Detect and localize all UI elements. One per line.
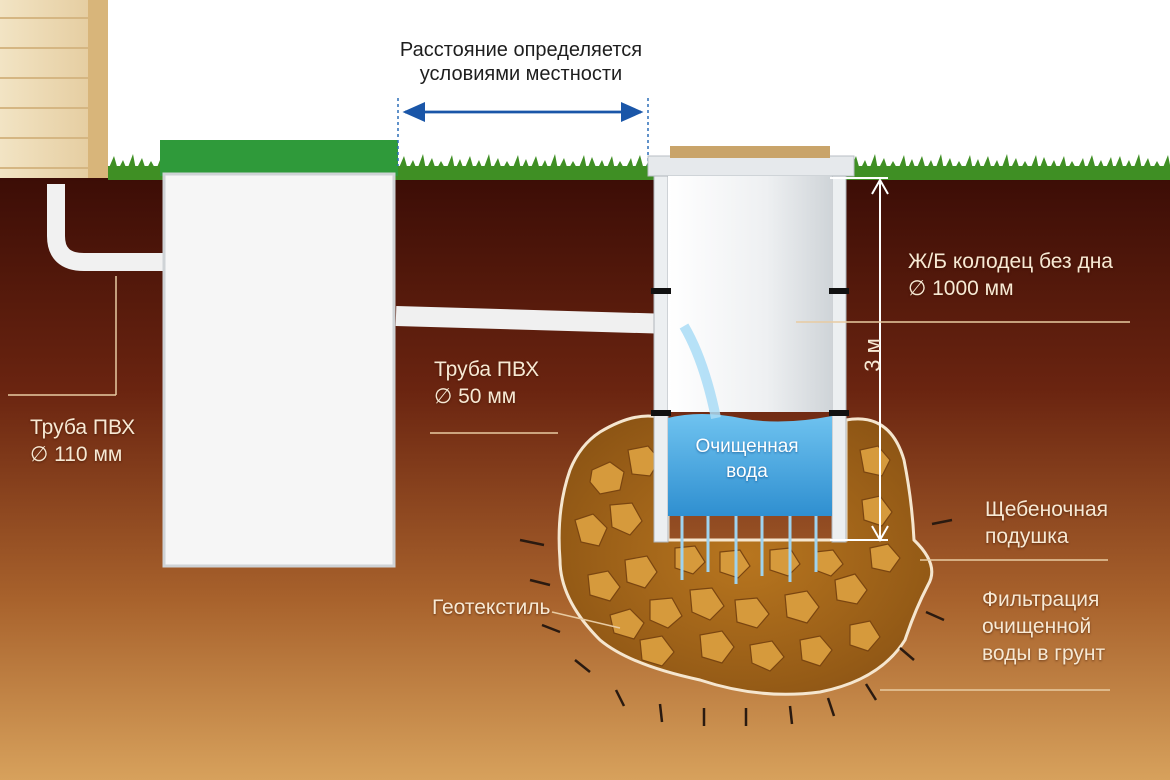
clean-water-line1: Очищенная [695,436,799,457]
seepage [680,516,818,584]
well-label-line2: ∅ 1000 мм [908,277,1014,300]
filtration-line1: Фильтрация [982,588,1100,611]
gravel-line2: подушка [985,525,1069,548]
gravel-line1: Щебеночная [985,498,1109,521]
clean-water [668,414,832,516]
pipe-110-line2: ∅ 110 мм [30,443,123,466]
depth-label: 3 м [860,338,885,372]
geotextile-label: Геотекстиль [432,596,551,619]
well-label: Ж/Б колодец без дна ∅ 1000 мм [908,248,1113,302]
drain-pipe-110 [47,184,168,271]
distance-note-line1: Расстояние определяется [399,39,643,61]
clean-water-line2: вода [726,461,768,482]
pipe-50-line2: ∅ 50 мм [434,385,517,408]
pipe-50 [395,306,673,334]
house-wall [0,0,108,182]
filtration-ticks [519,518,953,726]
well-label-line1: Ж/Б колодец без дна [908,250,1113,273]
distance-note: Расстояние определяется условиями местно… [356,38,686,86]
gravel-label: Щебеночная подушка [985,496,1108,550]
pipe-50-label: Труба ПВХ ∅ 50 мм [434,356,539,410]
concrete-well [647,146,855,543]
filtration-label: Фильтрация очищенной воды в грунт [982,586,1105,667]
filtration-line3: воды в грунт [982,642,1106,665]
gravel-cushion [557,414,934,696]
septic-tank [160,140,398,568]
distance-note-line2: условиями местности [419,63,623,85]
clean-water-label: Очищенная вода [668,434,826,484]
water-stream [679,323,721,420]
pipe-50-line1: Труба ПВХ [434,358,540,381]
pipe-110-line1: Труба ПВХ [30,416,136,439]
depth-dimension [830,177,889,543]
pipe-110-label: Труба ПВХ ∅ 110 мм [30,414,135,468]
filtration-line2: очищенной [982,615,1092,638]
